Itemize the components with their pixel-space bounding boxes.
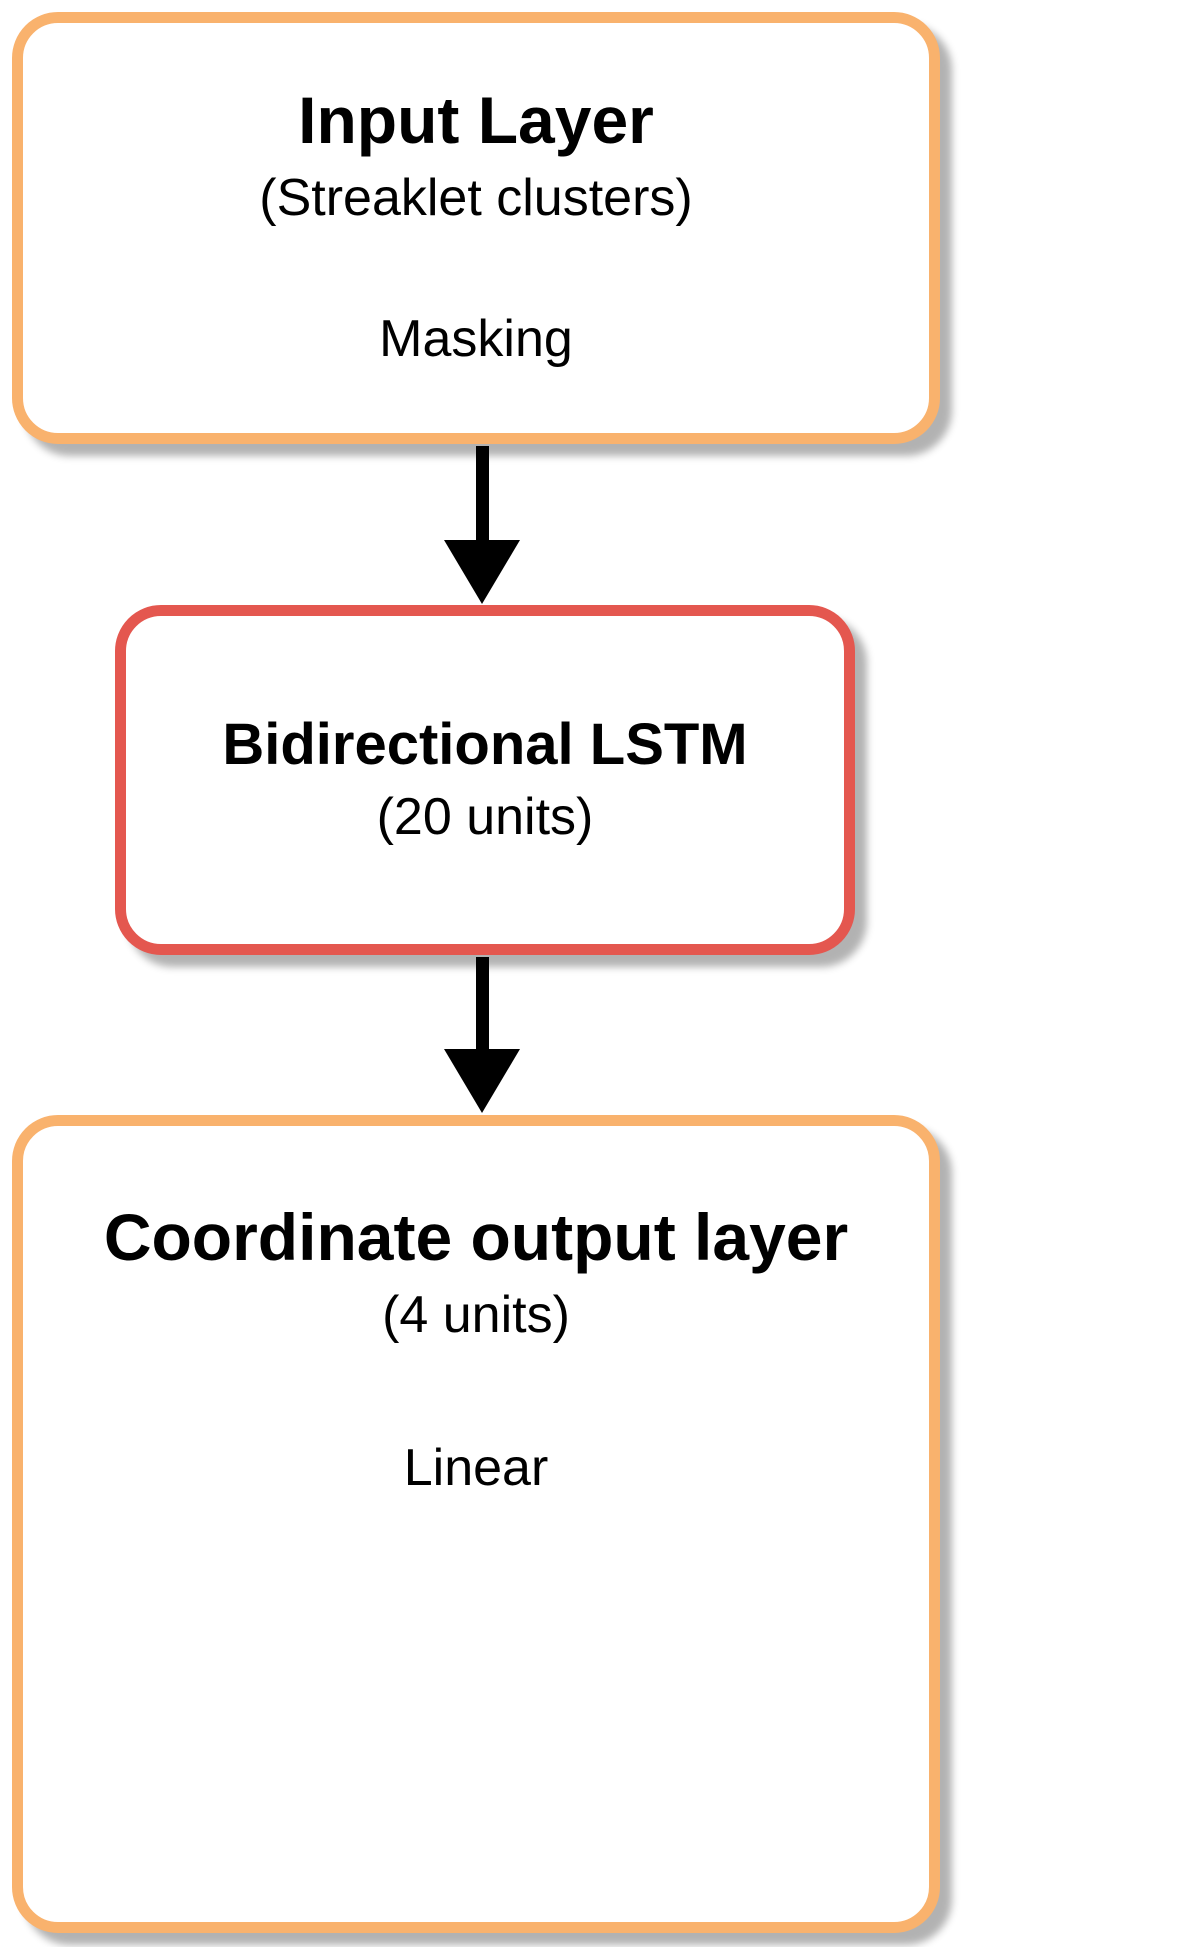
flow-arrow-down-icon [444, 446, 520, 604]
node-subtitle: (Streaklet clusters) [259, 169, 693, 228]
node-title: Bidirectional LSTM [222, 711, 748, 777]
arrow-head [444, 540, 520, 604]
arrow-shaft [475, 446, 489, 540]
node-title: Coordinate output layer [103, 1200, 849, 1274]
node-subtitle: (4 units) [382, 1286, 570, 1345]
node-detail: Masking [379, 310, 573, 369]
node-subtitle: (20 units) [376, 788, 594, 847]
diagram-node-coordinate-output-layer: Coordinate output layer (4 units) Linear [12, 1115, 940, 1933]
node-detail: Linear [403, 1439, 549, 1498]
diagram-node-input-layer: Input Layer (Streaklet clusters) Masking [12, 12, 940, 444]
diagram-node-bidirectional-lstm: Bidirectional LSTM (20 units) [115, 605, 855, 955]
node-title: Input Layer [298, 83, 654, 157]
arrow-shaft [475, 957, 489, 1049]
arrow-head [444, 1049, 520, 1113]
flow-arrow-down-icon [444, 957, 520, 1113]
